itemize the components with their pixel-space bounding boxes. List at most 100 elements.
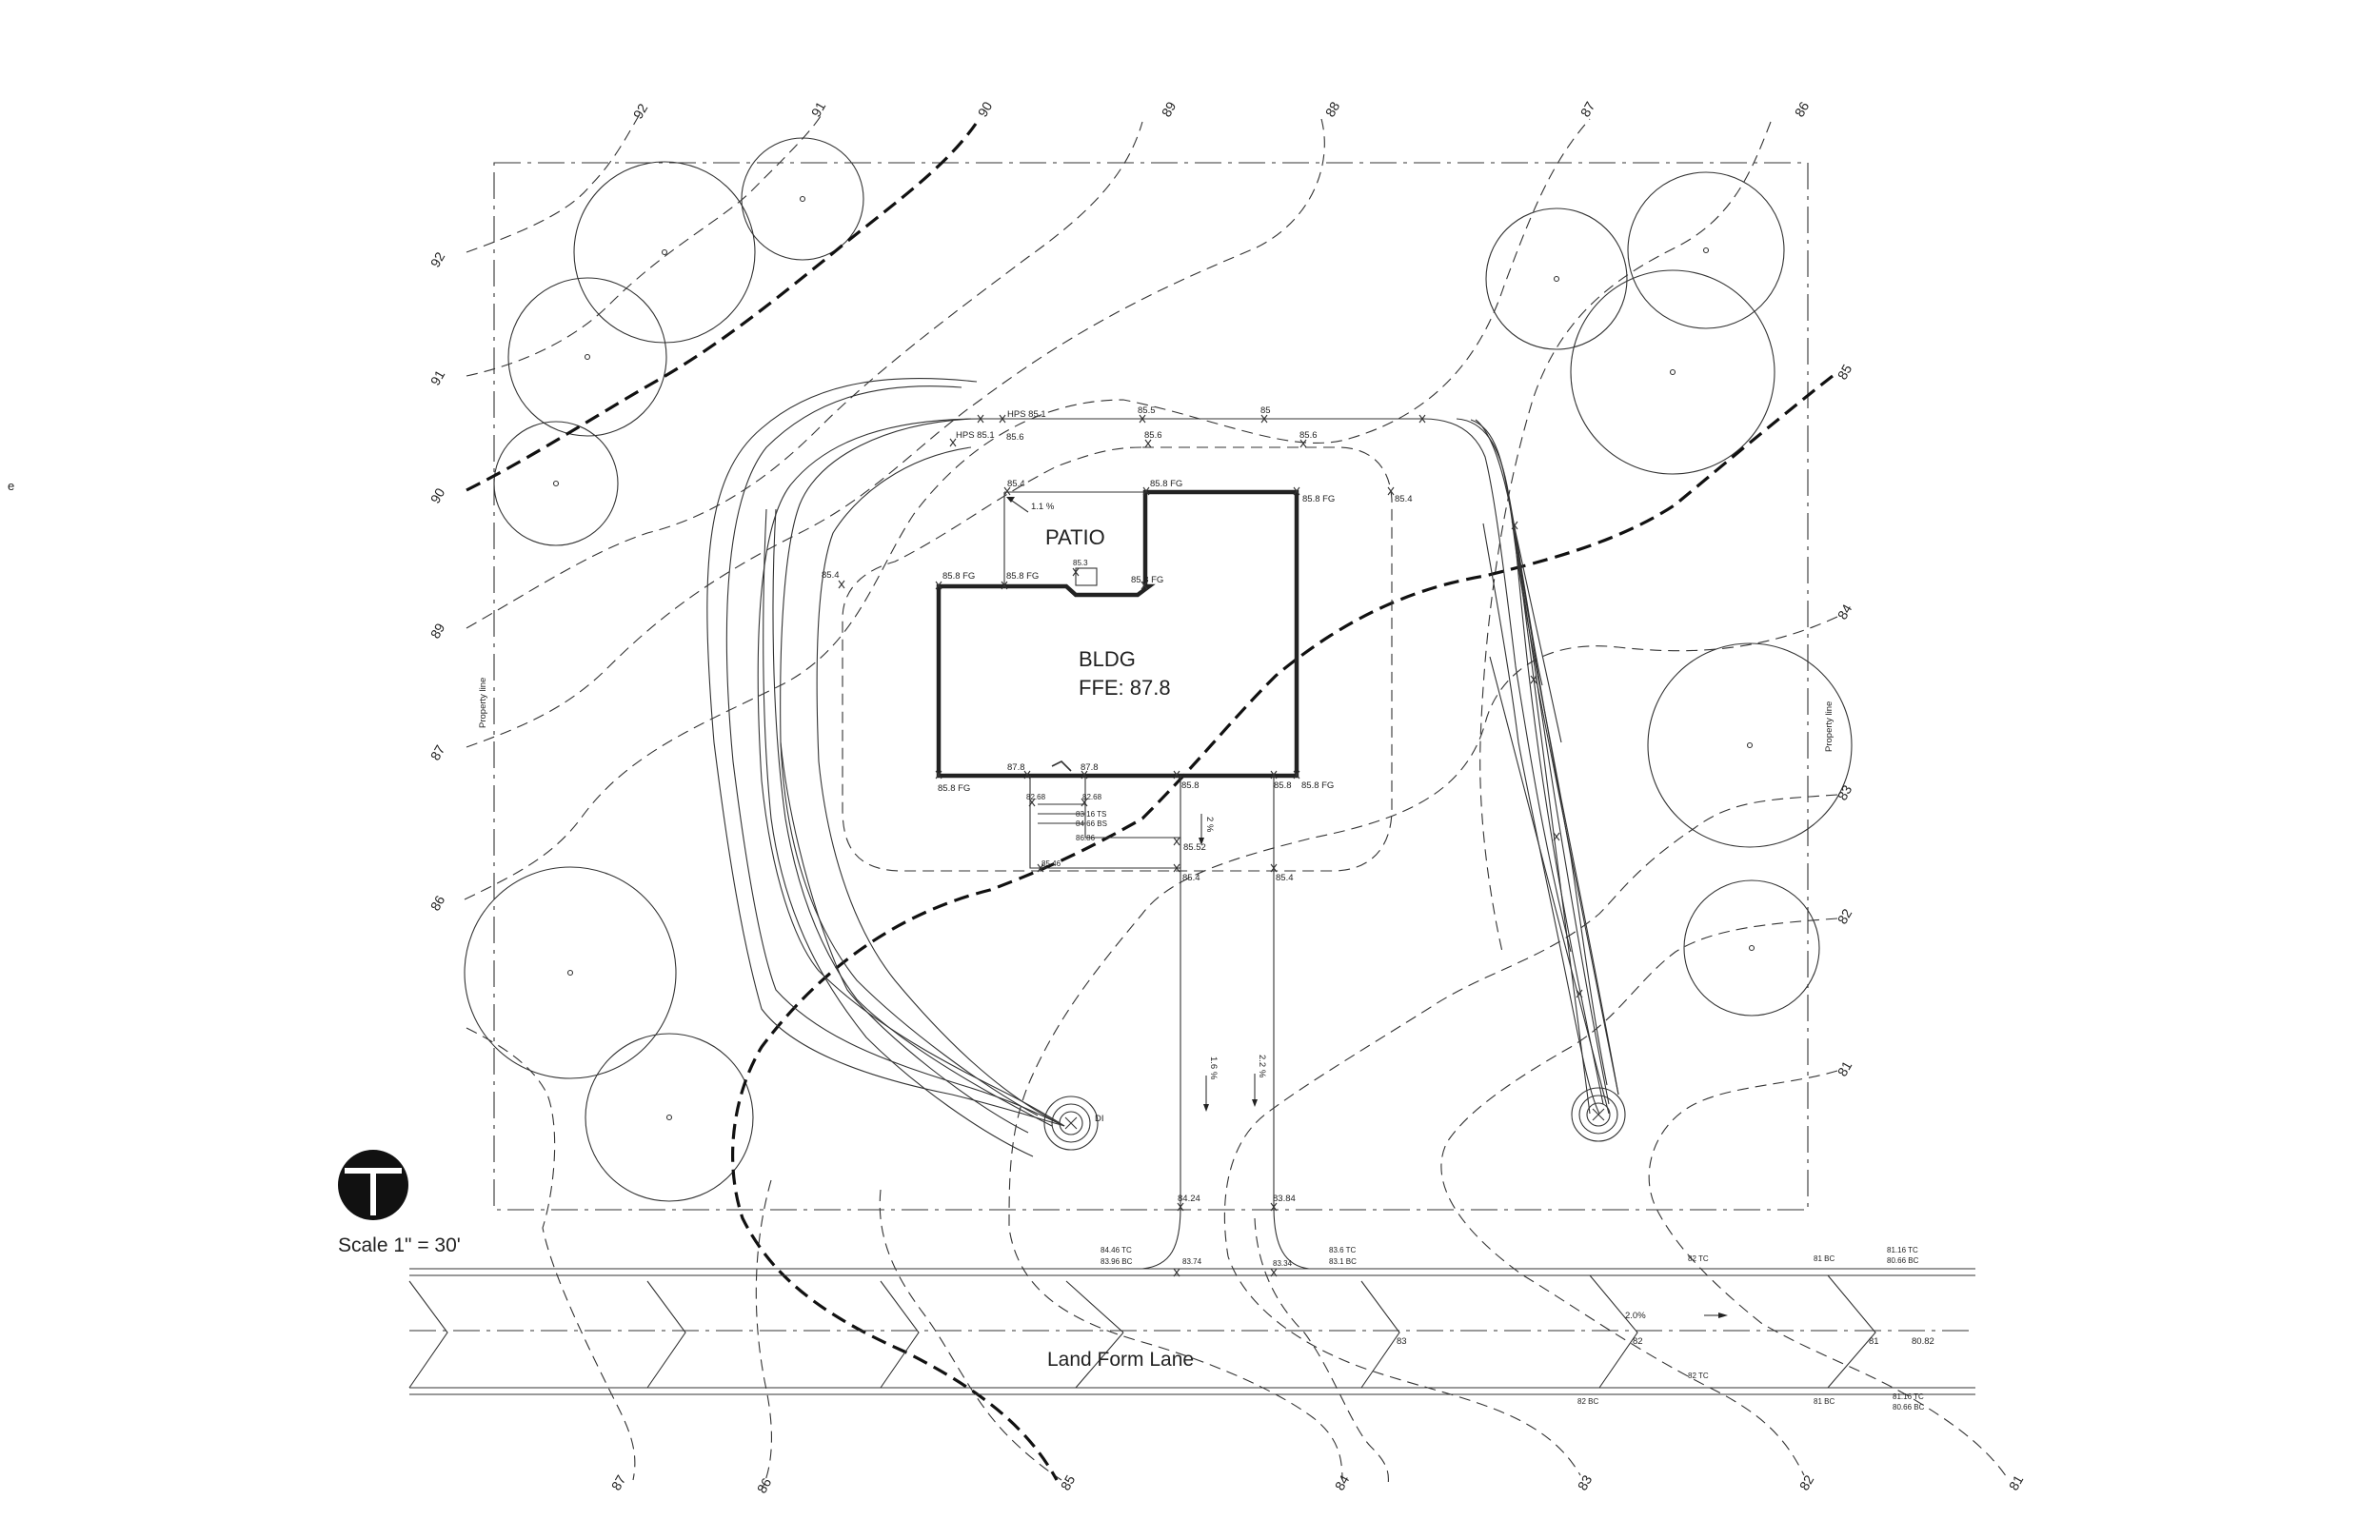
svg-text:85.4: 85.4 xyxy=(1276,873,1294,883)
svg-text:81 BC: 81 BC xyxy=(1814,1397,1835,1406)
road-name: Land Form Lane xyxy=(1047,1349,1194,1371)
right-swale xyxy=(1470,419,1619,1115)
svg-text:81.16 TC: 81.16 TC xyxy=(1893,1392,1924,1401)
svg-text:85.8 FG: 85.8 FG xyxy=(1150,479,1182,489)
svg-text:83.96 BC: 83.96 BC xyxy=(1101,1257,1133,1266)
contour-91 xyxy=(466,115,822,377)
svg-text:85.4: 85.4 xyxy=(1182,873,1200,883)
tree xyxy=(585,1033,754,1202)
svg-text:82.68: 82.68 xyxy=(1082,793,1102,801)
contour-label-82-right: 82 xyxy=(1835,906,1855,927)
tree xyxy=(464,866,677,1079)
building-label: BLDG xyxy=(1079,647,1136,671)
contour-81 xyxy=(1648,1070,2010,1481)
top-edge-line xyxy=(977,418,1572,953)
svg-text:87.8: 87.8 xyxy=(1007,762,1025,773)
svg-text:85.8: 85.8 xyxy=(1274,780,1292,791)
north-arrow xyxy=(338,1139,408,1220)
contour-label-84-bottom: 84 xyxy=(1332,1472,1353,1493)
tree xyxy=(507,277,667,437)
patio-outline xyxy=(1003,491,1145,586)
svg-text:2.0%: 2.0% xyxy=(1625,1311,1646,1321)
drain-inlet-label: DI xyxy=(1095,1114,1104,1124)
svg-text:85.8 FG: 85.8 FG xyxy=(1131,575,1163,585)
building-wall xyxy=(936,489,1299,779)
contour-88 xyxy=(466,118,1325,748)
door-stoop xyxy=(1051,760,1072,772)
contour-92 xyxy=(466,113,641,253)
contour-label-92-left: 92 xyxy=(427,249,448,270)
tree xyxy=(573,161,756,344)
contour-label-87-top: 87 xyxy=(1577,99,1598,120)
svg-text:80.82: 80.82 xyxy=(1912,1336,1934,1347)
contour-87-left xyxy=(466,1027,636,1481)
svg-text:83: 83 xyxy=(1397,1336,1407,1347)
ffe-label: FFE: 87.8 xyxy=(1079,676,1171,700)
svg-text:85.8 FG: 85.8 FG xyxy=(1302,494,1335,504)
road-curb-top xyxy=(409,1268,1975,1276)
svg-text:85.8 FG: 85.8 FG xyxy=(942,571,975,582)
svg-text:85.4: 85.4 xyxy=(1007,479,1025,489)
svg-text:83.16 TS: 83.16 TS xyxy=(1076,810,1106,819)
tree xyxy=(1627,171,1785,329)
svg-text:85.6: 85.6 xyxy=(1144,430,1162,441)
svg-text:81: 81 xyxy=(1869,1336,1879,1347)
svg-text:80.66 BC: 80.66 BC xyxy=(1887,1256,1919,1265)
stray-letter: e xyxy=(8,479,14,493)
svg-text:85.52: 85.52 xyxy=(1183,842,1206,853)
left-swale xyxy=(706,377,1065,1127)
contour-label-82-bottom: 82 xyxy=(1796,1472,1817,1493)
svg-text:84.46 TC: 84.46 TC xyxy=(1101,1246,1132,1254)
contour-84-lower xyxy=(1254,1217,1389,1486)
svg-text:82.68: 82.68 xyxy=(1026,793,1046,801)
contour-label-88-top: 88 xyxy=(1322,99,1343,120)
svg-text:83.1 BC: 83.1 BC xyxy=(1329,1257,1357,1266)
contour-label-81-bottom: 81 xyxy=(2006,1472,2027,1493)
svg-text:81 BC: 81 BC xyxy=(1814,1254,1835,1263)
proposed-contours xyxy=(466,123,1834,1481)
contour-84 xyxy=(1008,616,1838,1481)
contour-label-84-right: 84 xyxy=(1835,602,1855,622)
contour-83 xyxy=(1223,794,1838,1476)
contour-82 xyxy=(1440,918,1838,1476)
contour-label-86-left: 86 xyxy=(427,893,448,914)
left-swale-inner xyxy=(763,508,1053,1157)
spot-markers xyxy=(838,414,1583,1277)
svg-text:83.74: 83.74 xyxy=(1182,1257,1202,1266)
svg-text:84.66 BS: 84.66 BS xyxy=(1076,819,1107,828)
patio-slope: 1.1 % xyxy=(1031,502,1055,512)
contour-label-90-top: 90 xyxy=(975,99,996,120)
contour-label-89-left: 89 xyxy=(427,621,448,642)
svg-text:82 BC: 82 BC xyxy=(1577,1397,1598,1406)
svg-text:83.84: 83.84 xyxy=(1273,1194,1296,1204)
drain-inlet-left xyxy=(1043,1096,1099,1151)
property-boundary xyxy=(493,162,1809,1211)
building xyxy=(936,489,1299,779)
property-line-label-left: Property line xyxy=(478,678,488,728)
grading-limit xyxy=(842,446,1393,872)
contour-label-86-top: 86 xyxy=(1792,99,1813,120)
contour-label-92-top: 92 xyxy=(630,101,651,122)
contour-labels: 92 91 90 89 88 87 86 92 91 90 89 87 86 8… xyxy=(427,99,2027,1496)
contour-85-lower-left xyxy=(879,1189,1062,1481)
svg-text:82: 82 xyxy=(1633,1336,1643,1347)
svg-text:82 TC: 82 TC xyxy=(1688,1372,1709,1380)
svg-text:85.6: 85.6 xyxy=(1299,430,1318,441)
tree xyxy=(1647,642,1853,848)
svg-text:85.3: 85.3 xyxy=(1073,559,1088,567)
svg-text:85.8 FG: 85.8 FG xyxy=(1006,571,1039,582)
contour-label-85-right: 85 xyxy=(1835,362,1855,383)
drive-slope-left: 1.6 % xyxy=(1208,1056,1219,1080)
svg-text:85.4: 85.4 xyxy=(1395,494,1413,504)
contour-label-91-top: 91 xyxy=(808,99,829,120)
drive-slope-right: 2.2 % xyxy=(1257,1055,1267,1078)
svg-text:HPS 85.1: HPS 85.1 xyxy=(1007,409,1046,420)
svg-text:84.24: 84.24 xyxy=(1178,1194,1200,1204)
contour-86-lower xyxy=(755,1179,772,1491)
svg-text:85.8: 85.8 xyxy=(1181,780,1200,791)
proposed-contour-90 xyxy=(466,123,978,492)
svg-text:85.8 FG: 85.8 FG xyxy=(938,783,970,794)
svg-text:85.8 FG: 85.8 FG xyxy=(1301,780,1334,791)
contour-label-86-bottom: 86 xyxy=(754,1475,775,1496)
